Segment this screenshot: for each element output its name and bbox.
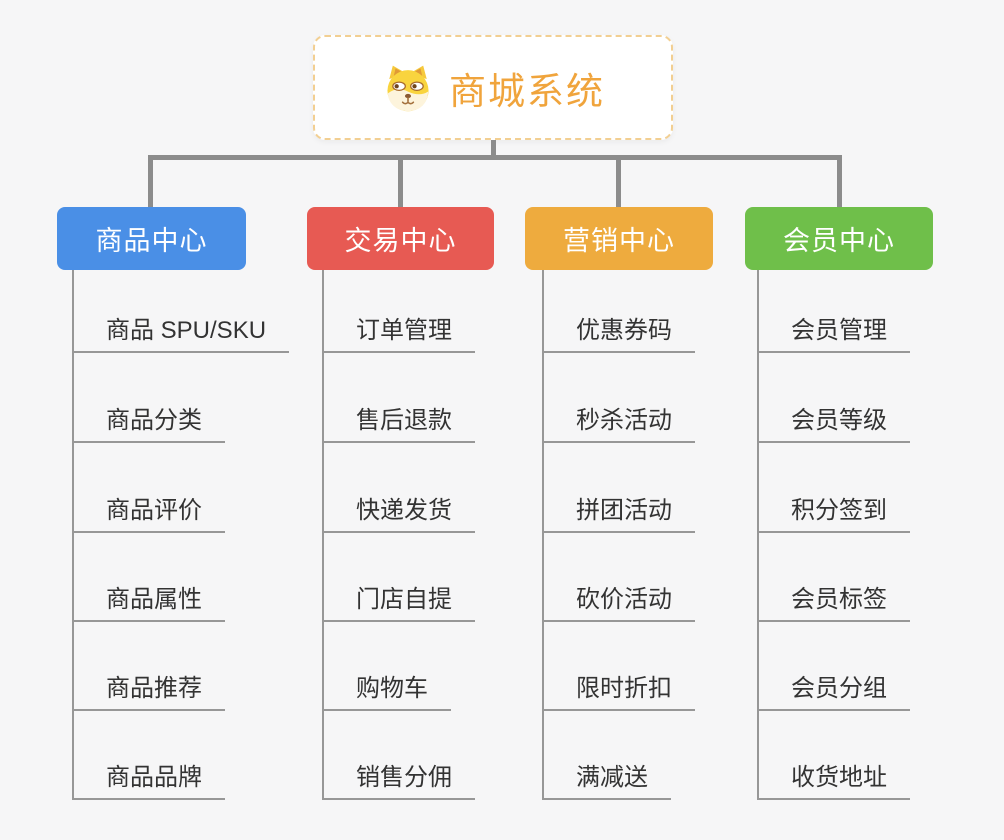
leaf-item[interactable]: 秒杀活动 (542, 405, 695, 443)
leaf-item[interactable]: 门店自提 (322, 584, 475, 622)
branch-column-marketing: 优惠券码 秒杀活动 拼团活动 砍价活动 限时折扣 满减送 (542, 270, 695, 800)
connector-horizontal-bar (148, 155, 842, 160)
leaf-item[interactable]: 商品属性 (72, 584, 225, 622)
leaf-item[interactable]: 订单管理 (322, 315, 475, 353)
connector-drop-marketing (616, 158, 621, 208)
leaf-item[interactable]: 优惠券码 (542, 315, 695, 353)
branch-column-product: 商品 SPU/SKU 商品分类 商品评价 商品属性 商品推荐 商品品牌 (72, 270, 290, 800)
leaf-item[interactable]: 商品分类 (72, 405, 225, 443)
leaf-item[interactable]: 限时折扣 (542, 673, 695, 711)
leaf-item[interactable]: 会员分组 (757, 673, 910, 711)
branch-member-center[interactable]: 会员中心 (745, 207, 933, 270)
branch-column-member: 会员管理 会员等级 积分签到 会员标签 会员分组 收货地址 (757, 270, 910, 800)
branch-marketing-center[interactable]: 营销中心 (525, 207, 713, 270)
leaf-item[interactable]: 收货地址 (757, 762, 910, 800)
leaf-item[interactable]: 商品 SPU/SKU (72, 315, 290, 353)
connector-drop-trade (398, 158, 403, 208)
root-node[interactable]: 商城系统 (313, 35, 673, 140)
root-title: 商城系统 (449, 70, 605, 112)
leaf-item[interactable]: 商品评价 (72, 495, 225, 533)
branch-trade-center[interactable]: 交易中心 (307, 207, 494, 270)
leaf-item[interactable]: 会员等级 (757, 405, 910, 443)
leaf-item[interactable]: 销售分佣 (322, 762, 475, 800)
connector-drop-product (148, 158, 153, 208)
leaf-item[interactable]: 商品推荐 (72, 673, 225, 711)
connector-drop-member (837, 158, 842, 208)
leaf-item[interactable]: 会员标签 (757, 584, 910, 622)
leaf-item[interactable]: 拼团活动 (542, 495, 695, 533)
leaf-item[interactable]: 满减送 (542, 762, 671, 800)
leaf-item[interactable]: 购物车 (322, 673, 451, 711)
leaf-item[interactable]: 砍价活动 (542, 584, 695, 622)
dog-face-icon (381, 63, 435, 113)
leaf-item[interactable]: 积分签到 (757, 495, 910, 533)
branch-column-trade: 订单管理 售后退款 快递发货 门店自提 购物车 销售分佣 (322, 270, 475, 800)
branch-product-center[interactable]: 商品中心 (57, 207, 246, 270)
leaf-item[interactable]: 商品品牌 (72, 762, 225, 800)
connector-root-stem (491, 140, 496, 158)
leaf-item[interactable]: 会员管理 (757, 315, 910, 353)
leaf-item[interactable]: 售后退款 (322, 405, 475, 443)
leaf-item[interactable]: 快递发货 (322, 495, 475, 533)
